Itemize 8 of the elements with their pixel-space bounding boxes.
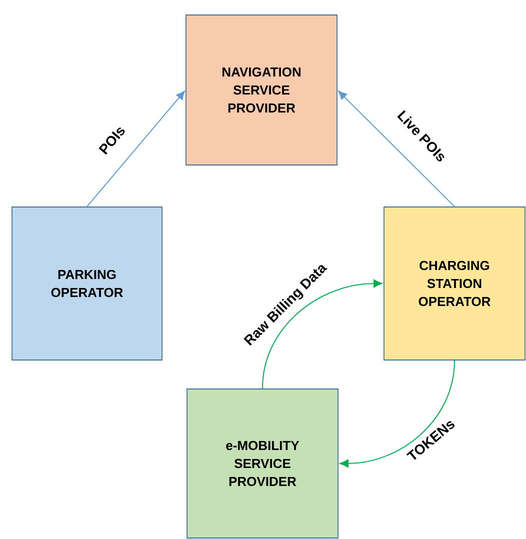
process-box: e-MOBILITY SERVICE PROVIDER bbox=[186, 388, 338, 538]
arrow bbox=[86, 90, 185, 208]
process-box: CHARGING STATION OPERATOR bbox=[384, 206, 526, 360]
arrow bbox=[338, 90, 455, 208]
process-box: NAVIGATION SERVICE PROVIDER bbox=[186, 14, 338, 166]
process-box: PARKING OPERATOR bbox=[12, 206, 162, 360]
arrow bbox=[262, 279, 382, 390]
arrow bbox=[340, 360, 455, 468]
